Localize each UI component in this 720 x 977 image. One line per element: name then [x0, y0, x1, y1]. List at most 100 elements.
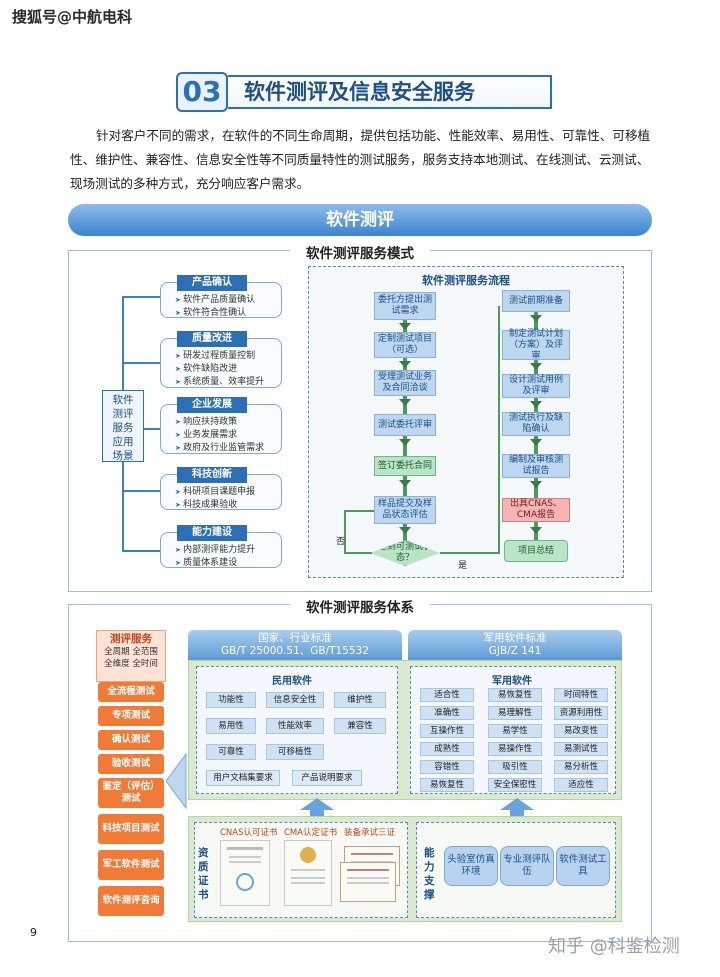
service-item: 确认测试: [98, 730, 164, 750]
flow-arrow: [399, 480, 411, 487]
watermark-bottom: 知乎 @科鉴检测: [548, 936, 680, 957]
quality-item: 易操作性: [488, 742, 542, 756]
yes-label: 是: [458, 561, 468, 571]
quality-item: 兼容性: [334, 718, 386, 734]
flow-step: 定制测试项目（可选）: [374, 332, 436, 358]
scene-card-product: 产品确认 软件产品质量确认软件符合性确认: [160, 275, 282, 320]
military-standard-header: 军用软件标准 GJB/Z 141: [408, 630, 622, 660]
flow-step: 项目总结: [504, 540, 568, 562]
flow-step: 签订委托合同: [374, 456, 436, 476]
loop-line: [344, 510, 374, 512]
flow-arrow: [399, 323, 411, 330]
flow-step: 测试委托评审: [374, 414, 436, 436]
scene-card-enterprise: 企业发展 响应扶持政策业务发展需求政府及行业监管需求: [160, 397, 282, 454]
card-item: 科研项目课题申报: [175, 486, 281, 499]
flow-arrow: [530, 401, 542, 408]
service-item: 验收测试: [98, 754, 164, 774]
flow-arrow: [530, 527, 542, 534]
up-arrow-icon: [500, 798, 534, 818]
capability-item: 专业测评队伍: [500, 846, 554, 886]
military-standard-line2: GJB/Z 141: [488, 645, 542, 657]
card-item: 系统质量、效率提升: [175, 376, 281, 389]
service-head-line: 全维度 全时间: [104, 659, 158, 669]
scene-card-capability: 能力建设 内部测评能力提升质量体系建设: [160, 525, 282, 568]
service-item: 软件测评咨询: [98, 886, 164, 916]
scene-card-quality: 质量改进 研发过程质量控制软件缺陷改进系统质量、效率提升: [160, 331, 282, 389]
card-head: 质量改进: [177, 331, 247, 347]
page-number: 9: [30, 926, 37, 939]
card-item: 研发过程质量控制: [175, 350, 281, 363]
quality-item: 容错性: [420, 760, 474, 774]
quality-item: 易学性: [488, 724, 542, 738]
military-standard-line1: 军用软件标准: [483, 632, 547, 644]
flow-arrow: [399, 439, 411, 446]
quality-item: 易分析性: [554, 760, 608, 774]
service-mode-title: 软件测评服务模式: [290, 242, 430, 262]
civil-title: 民用软件: [272, 676, 312, 687]
section-number: 03: [176, 72, 228, 112]
connector-line: [122, 490, 160, 492]
flow-step: 设计测试用例及评审: [502, 374, 570, 398]
card-item: 软件产品质量确认: [175, 294, 281, 307]
civil-standard-header: 国家、行业标准 GB/T 25000.51、GB/T15532: [188, 630, 402, 660]
equipment-certificate-image: [340, 862, 396, 902]
card-item: 软件符合性确认: [175, 307, 281, 320]
connector-line: [122, 362, 160, 364]
cert-caption: CMA认定证书: [284, 828, 338, 838]
card-item: 科技成果验收: [175, 499, 281, 512]
flow-step: 样品提交及样品状态评估: [374, 496, 436, 524]
flow-step: 委托方提出测试需求: [374, 292, 436, 320]
quality-item: 吸引性: [488, 760, 542, 774]
service-item: 专项测试: [98, 706, 164, 726]
quality-item: 易测试性: [554, 742, 608, 756]
service-head-title: 测评服务: [110, 633, 152, 645]
quality-item: 易恢复性: [420, 778, 474, 792]
quality-item: 可移植性: [266, 744, 324, 760]
intro-paragraph: 针对客户不同的需求，在软件的不同生命周期，提供包括功能、性能效率、易用性、可靠性…: [70, 128, 651, 191]
service-head-line: 全周期 全范围: [104, 647, 158, 657]
connector-line: [122, 550, 160, 552]
scene-label-text: 软件测评服务应用场景: [112, 394, 134, 462]
card-head: 产品确认: [177, 275, 247, 291]
flow-step: 测试执行及缺陷确认: [502, 412, 570, 436]
quality-item: 产品说明要求: [292, 770, 362, 786]
quality-item: 适应性: [554, 778, 608, 792]
quality-item: 易恢复性: [488, 688, 542, 702]
quality-item: 易理解性: [488, 706, 542, 720]
loop-line: [344, 552, 372, 554]
flow-steps: 委托方提出测试需求 定制测试项目（可选） 受理测试业务及合同洽谈 测试委托评审 …: [308, 266, 624, 578]
quality-item: 信息安全性: [266, 692, 324, 708]
card-item: 软件缺陷改进: [175, 363, 281, 376]
card-head: 企业发展: [177, 397, 247, 413]
left-arrow-icon: [165, 752, 190, 810]
service-head: 测评服务 全周期 全范围 全维度 全时间: [96, 630, 166, 682]
card-item: 内部测评能力提升: [175, 544, 281, 557]
quality-item: 安全保密性: [488, 778, 542, 792]
cert-caption: 装备承试三证: [344, 828, 396, 838]
no-label: 否: [336, 537, 346, 547]
card-item: 业务发展需求: [175, 429, 281, 442]
card-head: 科技创新: [177, 467, 247, 483]
service-system-title: 软件测评服务体系: [290, 596, 430, 616]
capability-item: 头验室仿真环境: [444, 846, 498, 886]
flow-step: 制定测试计划（方案）及评审: [502, 329, 570, 361]
quality-item: 用户文档集要求: [206, 770, 280, 786]
flow-arrow: [530, 439, 542, 446]
software-testing-banner: 软件测评: [68, 204, 652, 236]
card-head: 能力建设: [177, 525, 247, 541]
quality-item: 易改变性: [554, 724, 608, 738]
yes-line: [498, 306, 500, 554]
quality-item: 易用性: [206, 718, 256, 734]
cert-label: 资质证书: [198, 847, 209, 901]
service-flow-box: [308, 266, 624, 578]
military-title: 军用软件: [492, 676, 532, 687]
connector-line: [122, 296, 160, 298]
flow-arrow: [530, 481, 542, 488]
quality-item: 资源利用性: [554, 706, 608, 720]
cert-caption: CNAS认可证书: [220, 828, 278, 838]
service-item: 科技项目测试: [98, 814, 164, 844]
civil-standard-line1: 国家、行业标准: [258, 632, 332, 644]
quality-item: 准确性: [420, 706, 474, 720]
civil-standard-line2: GB/T 25000.51、GB/T15532: [221, 645, 369, 657]
card-item: 响应扶持政策: [175, 416, 281, 429]
